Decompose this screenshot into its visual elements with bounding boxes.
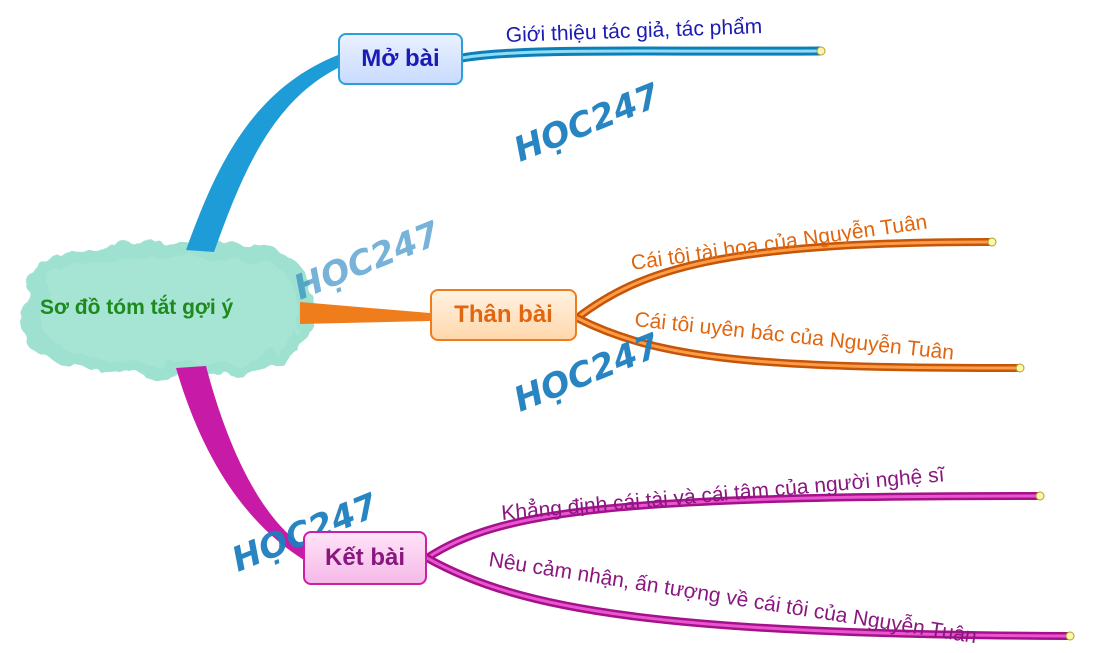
branch-node-label: Thân bài: [454, 301, 553, 328]
watermark: HỌC247: [288, 214, 445, 309]
leaf-label-ket-bai-2: Nêu cảm nhận, ấn tượng về cái tôi của Ng…: [487, 548, 978, 648]
branch-mo-bai-curve: [186, 55, 342, 252]
leaf-label-than-bai-2: Cái tôi uyên bác của Nguyễn Tuân: [633, 308, 955, 364]
svg-text:HỌC247: HỌC247: [288, 214, 445, 309]
branch-than-bai-curve: [300, 302, 430, 324]
branch-node-mo-bai[interactable]: Mở bài: [338, 33, 463, 85]
leaf-end-dot: [1065, 631, 1075, 641]
root-node-label: Sơ đồ tóm tắt gợi ý: [40, 296, 234, 319]
watermark: HỌC247: [508, 76, 665, 171]
leaf-end-dot: [816, 46, 826, 56]
root-blob: [21, 240, 314, 376]
svg-text:HỌC247: HỌC247: [508, 76, 665, 171]
branch-ket-bai-curve: [176, 366, 306, 560]
branch-node-than-bai[interactable]: Thân bài: [430, 289, 577, 341]
leaf-label-mo-bai: Giới thiệu tác giả, tác phẩm: [505, 15, 762, 47]
branch-node-label: Kết bài: [324, 544, 405, 571]
branch-node-ket-bai[interactable]: Kết bài: [303, 531, 427, 585]
leaf-end-dot: [1015, 363, 1025, 373]
leaf-end-dot: [987, 237, 997, 247]
branch-node-label: Mở bài: [361, 45, 440, 72]
leaf-end-dot: [1035, 491, 1045, 501]
